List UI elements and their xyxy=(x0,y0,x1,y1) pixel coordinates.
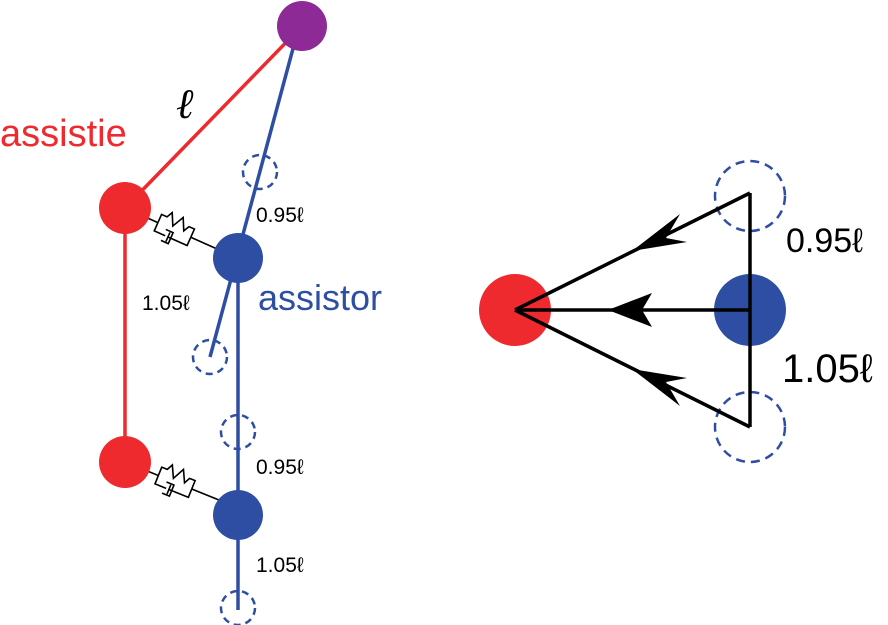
force-line-upper xyxy=(514,191,751,312)
ghost-position-upper-long xyxy=(191,338,229,376)
assistor-lower-node xyxy=(213,490,263,540)
upper-long-length-label: 1.05ℓ xyxy=(142,292,190,315)
assistie-upper-link xyxy=(123,24,304,210)
force-arrowheads xyxy=(608,214,687,406)
right-panel: 0.95ℓ 1.05ℓ xyxy=(479,159,873,464)
top-joint-node xyxy=(277,1,327,51)
arrowhead-upper xyxy=(632,214,687,251)
right-long-length-label: 1.05ℓ xyxy=(782,347,873,391)
assistor-upper-link xyxy=(208,29,300,358)
lower-short-length-label: 0.95ℓ xyxy=(256,456,304,479)
arrowhead-lower xyxy=(632,369,687,406)
lower-long-length-label: 1.05ℓ xyxy=(256,554,304,577)
arrowhead-middle xyxy=(608,293,652,327)
force-line-lower xyxy=(514,308,751,429)
link-length-label: ℓ xyxy=(176,79,194,128)
assistie-label: assistie xyxy=(0,113,127,155)
assistor-upper-node xyxy=(213,233,263,283)
ghost-position-lower-short xyxy=(219,413,257,451)
spring-damper-upper xyxy=(124,207,239,260)
assistor-label: assistor xyxy=(258,277,382,318)
upper-short-length-label: 0.95ℓ xyxy=(256,204,304,227)
ghost-position-right-long xyxy=(713,390,787,464)
ghost-position-upper-short xyxy=(241,153,279,191)
ghost-position-right-short xyxy=(713,159,787,233)
right-short-length-label: 0.95ℓ xyxy=(786,222,863,260)
ghost-position-lower-long xyxy=(219,589,257,625)
left-panel: assistie ℓ assistor 0.95ℓ 1.05ℓ 0.95ℓ 1.… xyxy=(0,1,382,625)
assistie-lower-node xyxy=(99,436,151,488)
assistie-upper-node xyxy=(99,182,151,234)
